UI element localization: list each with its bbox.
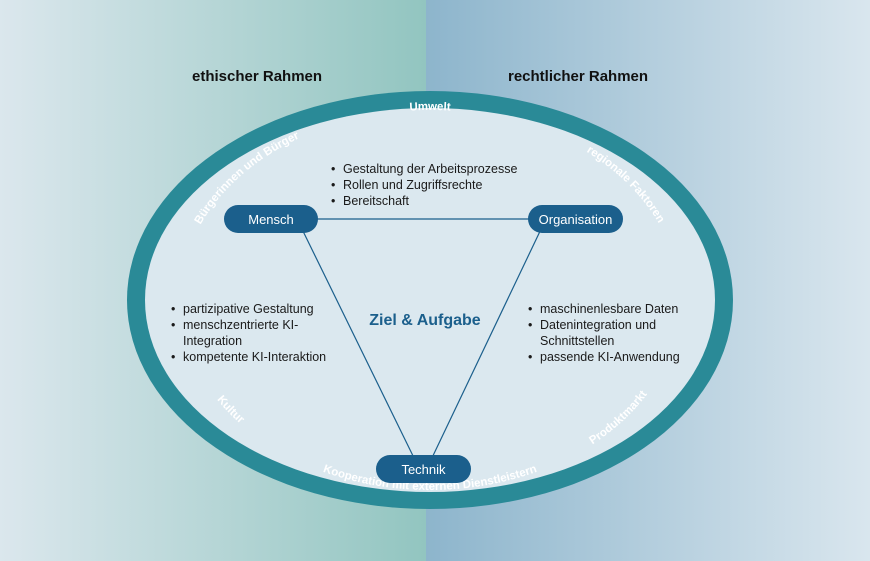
edge-organisation-technik: [429, 224, 544, 463]
list-item: kompetente KI-Interaktion: [171, 349, 336, 365]
inner-area: [145, 108, 715, 492]
ring-label-top: Umwelt: [409, 101, 451, 114]
right-bullet-list: maschinenlesbare Daten Datenintegration …: [528, 301, 688, 365]
top-bullet-list: Gestaltung der Arbeitsprozesse Rollen un…: [331, 161, 517, 209]
list-item: maschinenlesbare Daten: [528, 301, 688, 317]
list-item: passende KI-Anwendung: [528, 349, 688, 365]
edge-mensch-technik: [299, 224, 417, 463]
ethical-frame-label: ethischer Rahmen: [192, 68, 323, 85]
list-item: Gestaltung der Arbeitsprozesse: [331, 161, 517, 177]
node-technik: Technik: [376, 455, 471, 483]
center-goal-label: Ziel & Aufgabe: [369, 312, 481, 329]
list-item: menschzentrierte KI-Integration: [171, 317, 336, 349]
left-bullet-list: partizipative Gestaltung menschzentriert…: [171, 301, 336, 365]
list-item: partizipative Gestaltung: [171, 301, 336, 317]
legal-frame-label: rechtlicher Rahmen: [508, 68, 649, 85]
list-item: Bereitschaft: [331, 193, 517, 209]
node-mensch: Mensch: [224, 205, 318, 233]
node-organisation: Organisation: [528, 205, 623, 233]
list-item: Datenintegration und Schnittstellen: [528, 317, 688, 349]
list-item: Rollen und Zugriffsrechte: [331, 177, 517, 193]
